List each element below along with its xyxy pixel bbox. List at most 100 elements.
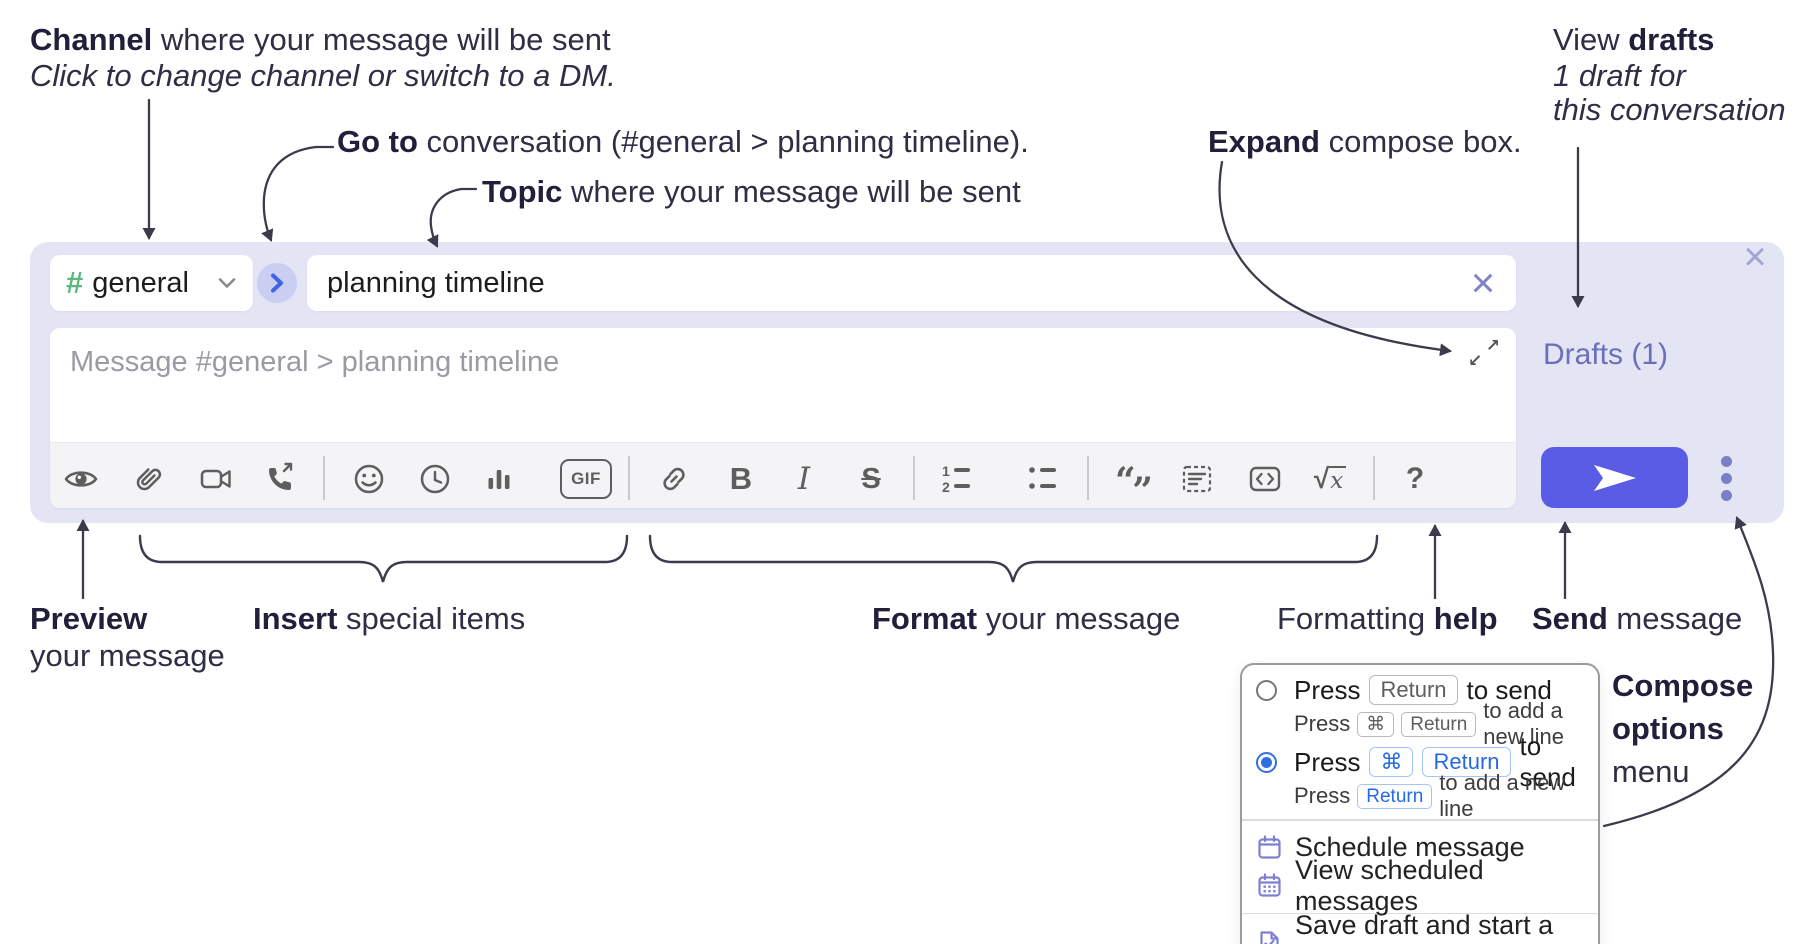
compose-options-button[interactable]: [1721, 456, 1732, 501]
format-label-bold: Format: [872, 601, 978, 636]
poll-button[interactable]: [481, 461, 517, 497]
blockquote-icon: “ ”: [1115, 460, 1153, 509]
video-clip-button[interactable]: [199, 461, 235, 497]
clock-icon: [420, 464, 450, 494]
send-icon: [1593, 464, 1636, 491]
option2-sub-pre: Press: [1294, 783, 1351, 808]
return-keycap-blue: Return: [1357, 783, 1433, 809]
radio-unselected-icon[interactable]: [1256, 679, 1277, 701]
blockquote-button[interactable]: “ ”: [1115, 460, 1153, 509]
return-keycap-blue: Return: [1422, 747, 1511, 777]
goto-annotation-rest: conversation (#general > planning timeli…: [417, 124, 1029, 159]
option2-post: to send: [1519, 731, 1576, 792]
toolbar-divider: [323, 456, 325, 500]
compose-label-rest: menu: [1612, 754, 1690, 789]
strikethrough-icon: S: [861, 462, 881, 495]
audio-clip-button[interactable]: [263, 461, 299, 497]
option2-pre: Press: [1294, 746, 1361, 777]
dot: [1721, 473, 1732, 484]
send-option-return-sub: Press ⌘ Return to add a new line: [1242, 698, 1598, 749]
format-label: Format your message: [872, 600, 1180, 637]
schedule-send-button[interactable]: [417, 461, 453, 497]
ordered-list-button[interactable]: 1 2: [939, 461, 975, 497]
hash-icon: #: [66, 265, 84, 300]
radical-glyph: √: [1313, 463, 1330, 494]
drafts-annotation-pre: View: [1553, 22, 1629, 57]
drafts-link[interactable]: Drafts (1): [1543, 338, 1669, 371]
strikethrough-button[interactable]: S: [853, 461, 889, 497]
return-keycap: Return: [1369, 675, 1458, 705]
send-option-return[interactable]: Press Return to send: [1242, 671, 1598, 709]
cmd-keycap-blue: ⌘: [1369, 747, 1414, 777]
phone-outgoing-icon: [269, 462, 293, 490]
link-icon: [663, 467, 685, 491]
topic-annotation-bold: Topic: [482, 174, 563, 209]
send-button[interactable]: [1541, 447, 1688, 508]
video-camera-icon: [200, 469, 231, 489]
chevron-right-icon: [271, 273, 283, 293]
inline-code-button[interactable]: [1247, 461, 1283, 497]
menu-item-view-scheduled[interactable]: View scheduled messages: [1242, 855, 1598, 916]
insert-label-bold: Insert: [253, 601, 338, 636]
toolbar-divider: [1373, 456, 1375, 500]
expand-button[interactable]: ↗ ↙: [1468, 338, 1500, 370]
draft-check-icon: [1260, 930, 1279, 944]
expand-annotation-bold: Expand: [1208, 124, 1320, 159]
bold-button[interactable]: B: [723, 461, 759, 497]
italic-icon: I: [797, 461, 811, 497]
insert-label: Insert special items: [253, 600, 525, 637]
formula-button[interactable]: √ x: [1312, 461, 1348, 497]
menu-divider: [1242, 819, 1598, 821]
ordered-list-icon: 1 2: [942, 463, 970, 495]
menu-divider: [1242, 912, 1598, 914]
goto-conversation-button[interactable]: [257, 263, 297, 303]
code-block-button[interactable]: [1179, 461, 1215, 497]
channel-annotation-sub: Click to change channel or switch to a D…: [30, 58, 616, 93]
dot: [1721, 490, 1732, 501]
help-label-pre: Formatting: [1277, 601, 1434, 636]
option1-pre: Press: [1294, 674, 1361, 705]
channel-selector[interactable]: # general: [50, 255, 253, 311]
emoji-button[interactable]: [351, 461, 387, 497]
bulleted-list-button[interactable]: [1025, 461, 1061, 497]
message-input[interactable]: [50, 328, 1516, 442]
quote-open: “: [1115, 460, 1136, 502]
topic-annotation-rest: where your message will be sent: [562, 174, 1021, 209]
svg-text:2: 2: [942, 479, 950, 495]
cmd-keycap: ⌘: [1357, 711, 1395, 737]
dot: [1721, 456, 1732, 467]
topic-clear-icon[interactable]: ×: [1470, 259, 1496, 306]
preview-label-line2: your message: [30, 638, 225, 673]
eye-icon: [64, 471, 98, 487]
formatting-toolbar: [50, 442, 1516, 508]
attach-file-button[interactable]: [130, 461, 166, 497]
italic-button[interactable]: I: [786, 461, 822, 497]
close-icon[interactable]: ×: [1743, 235, 1767, 279]
link-button[interactable]: [656, 461, 692, 497]
formatting-help-label: Formatting help: [1277, 600, 1498, 637]
question-mark-icon: ?: [1405, 462, 1425, 495]
toolbar-divider: [1087, 456, 1089, 500]
preview-button[interactable]: [63, 461, 99, 497]
option1-sub-pre: Press: [1294, 711, 1351, 736]
radio-selected-icon[interactable]: [1256, 751, 1277, 773]
toolbar-divider: [913, 456, 915, 500]
send-label-rest: message: [1607, 601, 1743, 636]
formatting-help-button[interactable]: ?: [1397, 461, 1433, 497]
formula-icon: √ x: [1313, 463, 1347, 494]
send-option-cmd-return[interactable]: Press ⌘ Return to send: [1242, 731, 1598, 792]
send-label-bold: Send: [1532, 601, 1608, 636]
chevron-down-icon: [218, 278, 236, 288]
topic-field: [307, 255, 1516, 311]
menu-item-schedule-message[interactable]: Schedule message: [1242, 829, 1598, 867]
gif-button[interactable]: GIF: [560, 459, 612, 499]
compose-label-bold2: options: [1612, 711, 1724, 746]
bulleted-list-icon: [1029, 467, 1056, 489]
bar-chart-icon: [488, 470, 510, 489]
menu-item-save-draft[interactable]: Save draft and start a new message: [1242, 910, 1598, 944]
topic-input[interactable]: [307, 255, 1516, 311]
drafts-annotation: View drafts: [1553, 22, 1714, 57]
expand-icon: ↗: [1485, 336, 1500, 356]
